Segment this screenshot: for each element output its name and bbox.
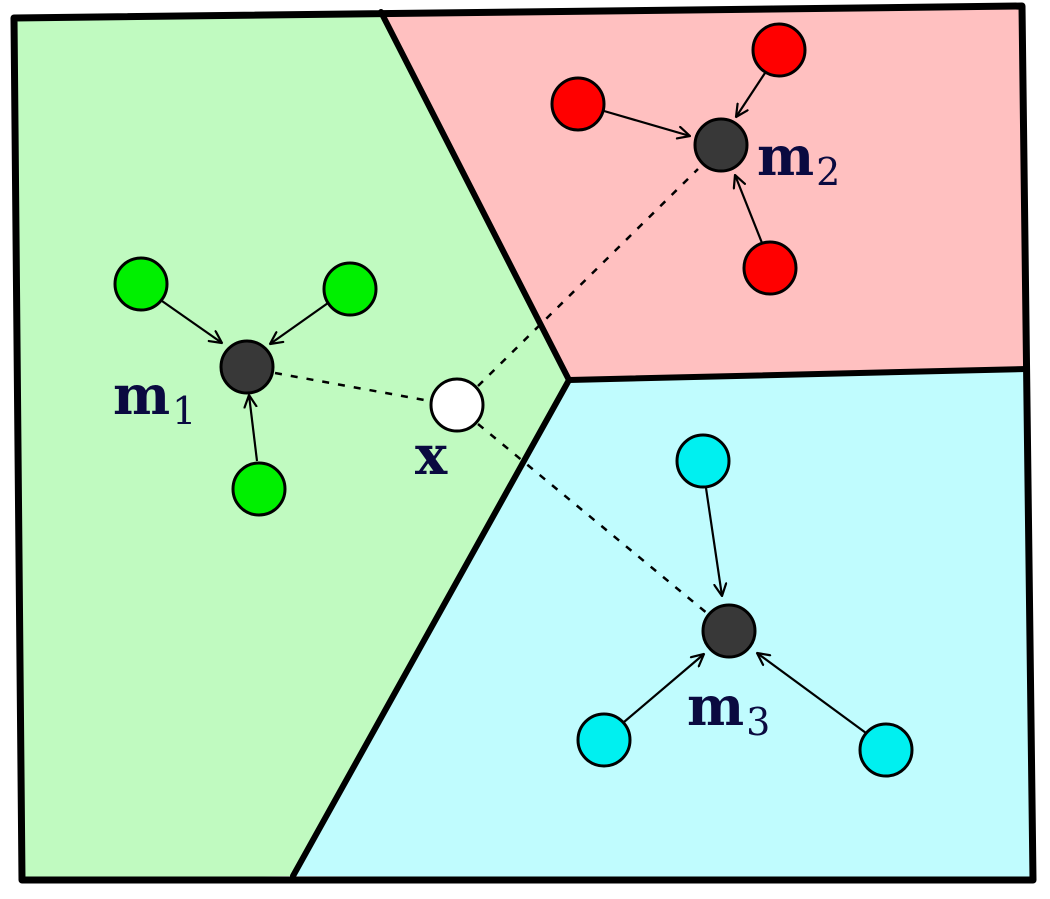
label-m2: m2 bbox=[757, 124, 840, 194]
region-m1 bbox=[14, 12, 569, 880]
data-point-cyan bbox=[576, 712, 632, 768]
data-point-green bbox=[113, 256, 169, 312]
data-point-cyan bbox=[858, 722, 914, 778]
data-point-red bbox=[751, 22, 807, 78]
cyan-points bbox=[576, 433, 914, 778]
boundary-m1-m3 bbox=[290, 377, 572, 879]
assignment-arrows bbox=[161, 72, 867, 734]
label-m1: m1 bbox=[113, 363, 196, 433]
boundary-m1-m2 bbox=[378, 9, 572, 383]
data-point-green bbox=[322, 261, 378, 317]
arrow-red-1 bbox=[603, 109, 690, 136]
outer-frame bbox=[10, 2, 1037, 884]
centroid-m1 bbox=[219, 339, 275, 395]
centroid-m3 bbox=[701, 603, 757, 659]
data-point-green bbox=[231, 461, 287, 517]
boundary-m2-m3 bbox=[566, 366, 1029, 383]
query-point-x bbox=[429, 377, 485, 433]
region-m2 bbox=[381, 6, 1026, 380]
distance-line-m2 bbox=[477, 168, 699, 387]
distance-line-m3 bbox=[477, 423, 709, 615]
distance-lines bbox=[274, 168, 709, 615]
centroid-m2 bbox=[693, 117, 749, 173]
arrow-cyan-2 bbox=[623, 654, 704, 723]
red-points bbox=[550, 22, 807, 296]
region-boundaries bbox=[290, 9, 1029, 879]
green-points bbox=[113, 256, 378, 517]
label-m3: m3 bbox=[687, 674, 770, 744]
label-x: x bbox=[415, 423, 448, 487]
region-m3 bbox=[293, 369, 1033, 880]
centroids bbox=[219, 117, 757, 659]
arrow-cyan-3 bbox=[757, 653, 867, 734]
distance-line-m1 bbox=[274, 371, 431, 403]
data-point-red bbox=[550, 76, 606, 132]
arrow-red-2 bbox=[736, 72, 766, 117]
arrow-green-3 bbox=[249, 395, 259, 462]
data-point-red bbox=[742, 240, 798, 296]
arrow-cyan-1 bbox=[704, 487, 722, 596]
arrow-green-2 bbox=[270, 302, 329, 344]
arrow-red-3 bbox=[735, 175, 764, 244]
data-point-cyan bbox=[675, 433, 731, 489]
arrow-green-1 bbox=[161, 300, 222, 343]
